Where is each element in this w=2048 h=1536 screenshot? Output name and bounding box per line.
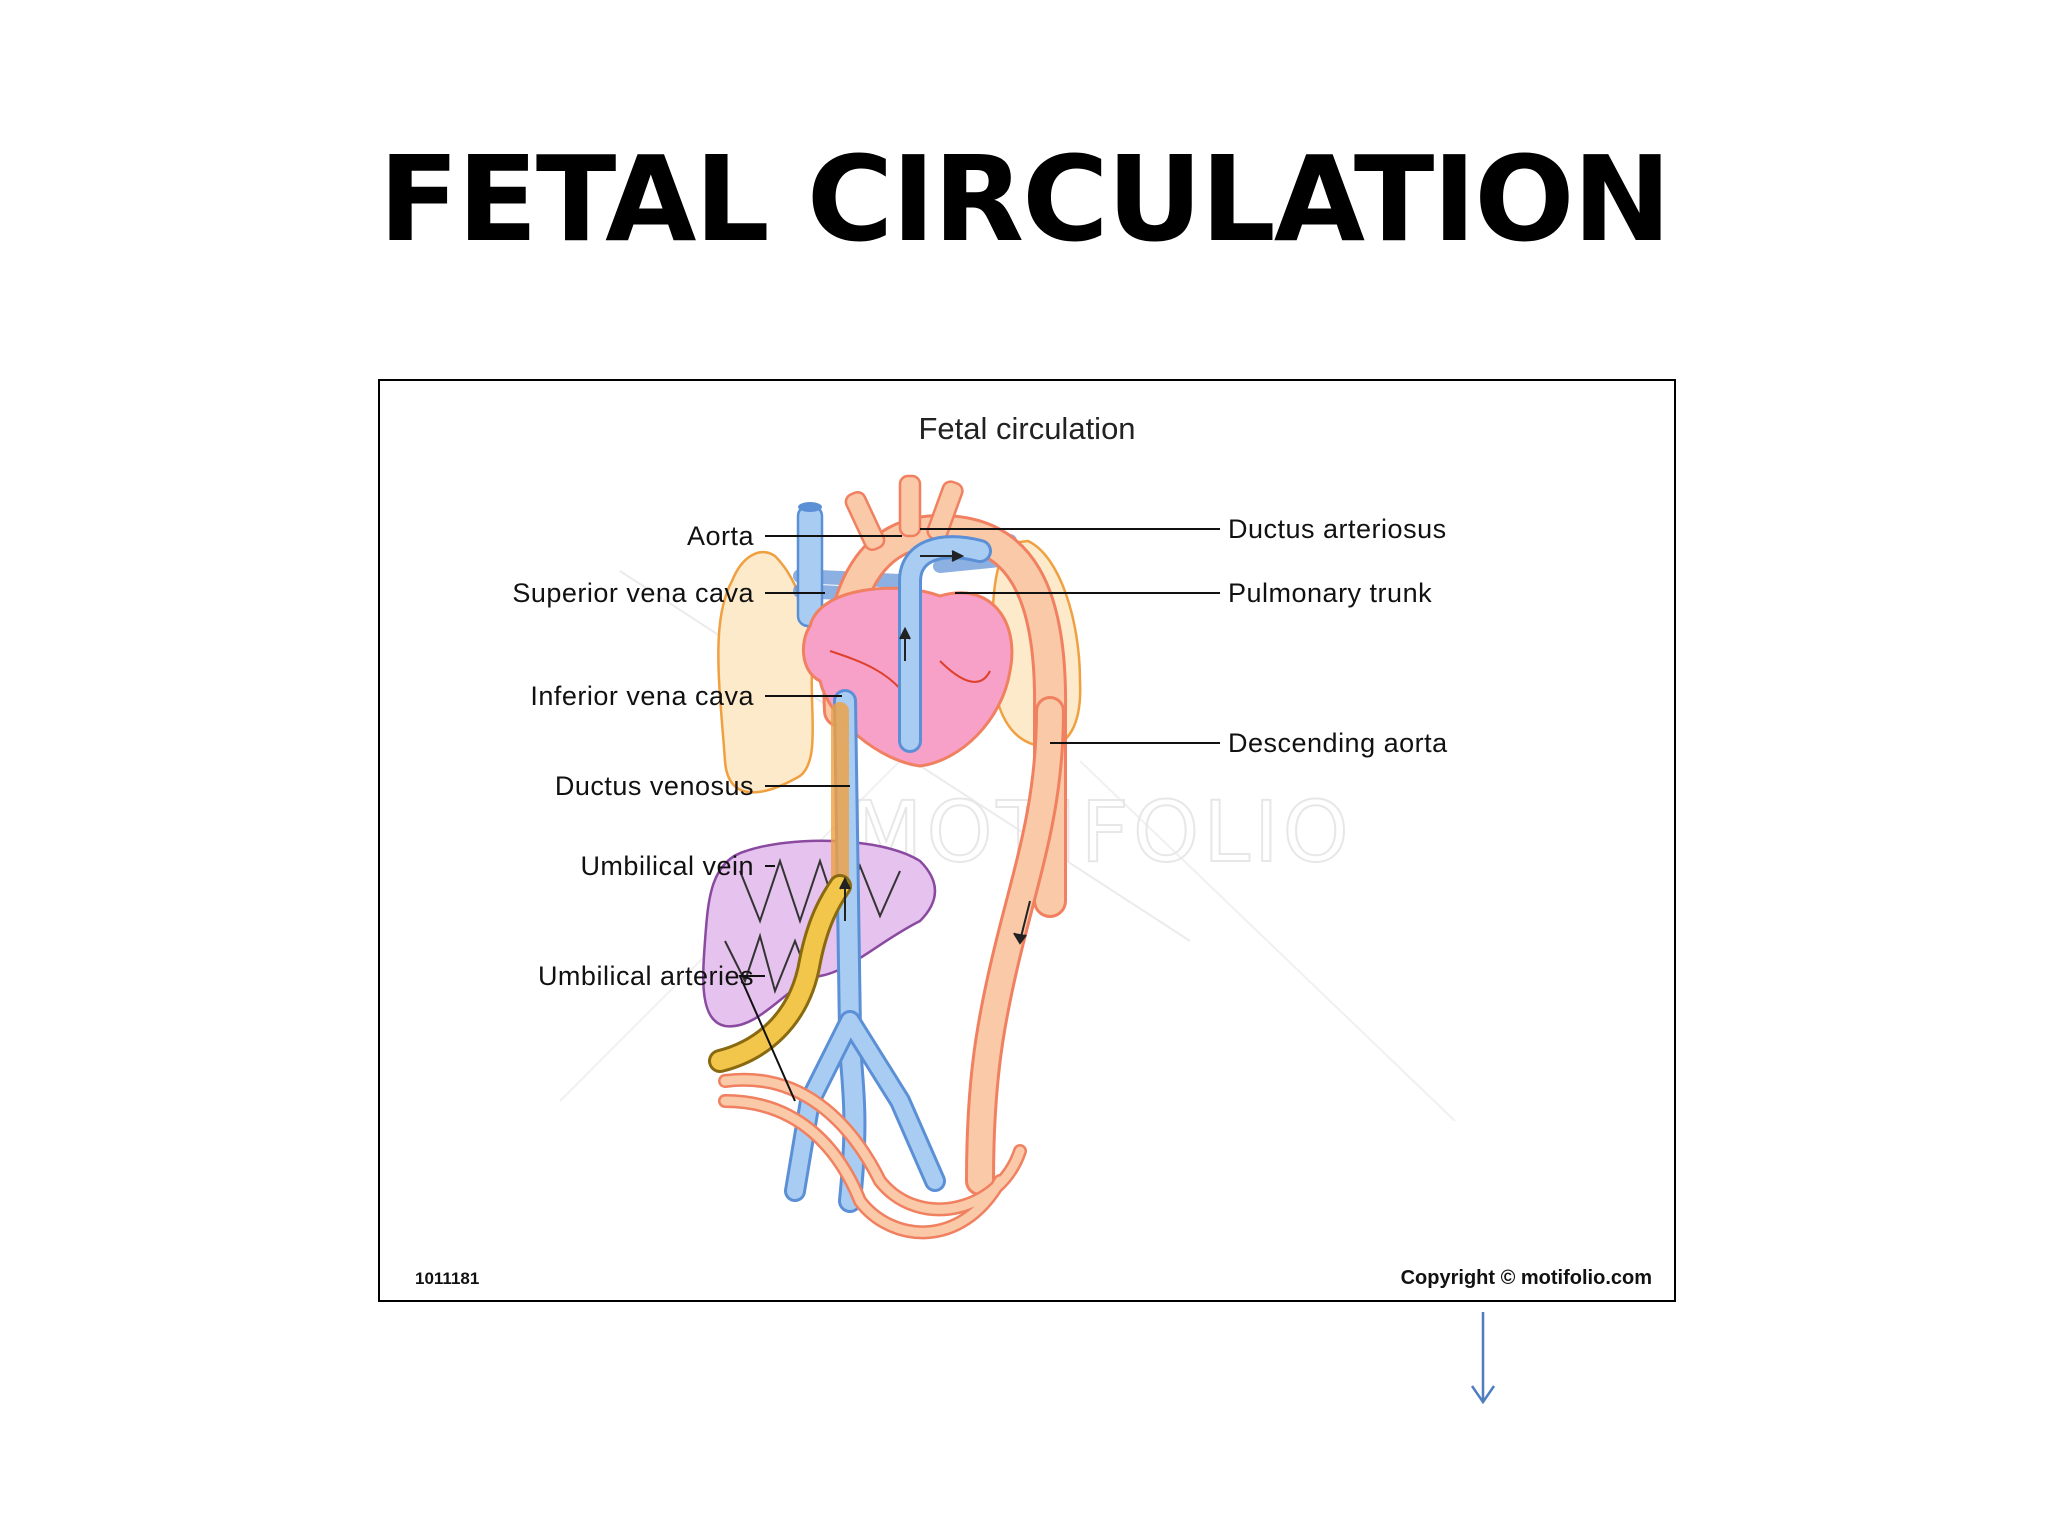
- liver-vessel-network: [724, 857, 901, 995]
- label-ductus-venosus: Ductus venosus: [554, 771, 754, 801]
- svc-opening: [798, 502, 822, 512]
- flow-arrows: [839, 550, 1031, 945]
- figure-id: 1011181: [415, 1269, 480, 1288]
- label-umbilical-arteries: Umbilical arteries: [537, 961, 754, 991]
- figure-title: Fetal circulation: [918, 411, 1136, 446]
- fetal-circulation-figure: Fetal circulation MOTIFOLIO: [378, 379, 1676, 1302]
- watermark-text: MOTIFOLIO: [850, 783, 1353, 881]
- label-inferior-vena-cava: Inferior vena cava: [530, 681, 754, 711]
- down-arrow-icon[interactable]: [1468, 1310, 1498, 1406]
- copyright-notice: Copyright © motifolio.com: [1400, 1267, 1652, 1289]
- label-umbilical-vein: Umbilical vein: [580, 851, 754, 881]
- label-pulmonary-trunk: Pulmonary trunk: [1228, 578, 1433, 608]
- label-superior-vena-cava: Superior vena cava: [512, 578, 754, 608]
- label-descending-aorta: Descending aorta: [1228, 728, 1448, 758]
- superior-vena-cava: [796, 504, 824, 628]
- left-lung: [717, 550, 815, 794]
- fetal-circulation-diagram: MOTIFOLIO: [559, 474, 1456, 1240]
- label-ductus-arteriosus: Ductus arteriosus: [1228, 514, 1447, 544]
- leader-lines: [738, 528, 1220, 1102]
- slide-title: FETAL CIRCULATION: [378, 130, 1672, 268]
- label-aorta: Aorta: [686, 521, 754, 551]
